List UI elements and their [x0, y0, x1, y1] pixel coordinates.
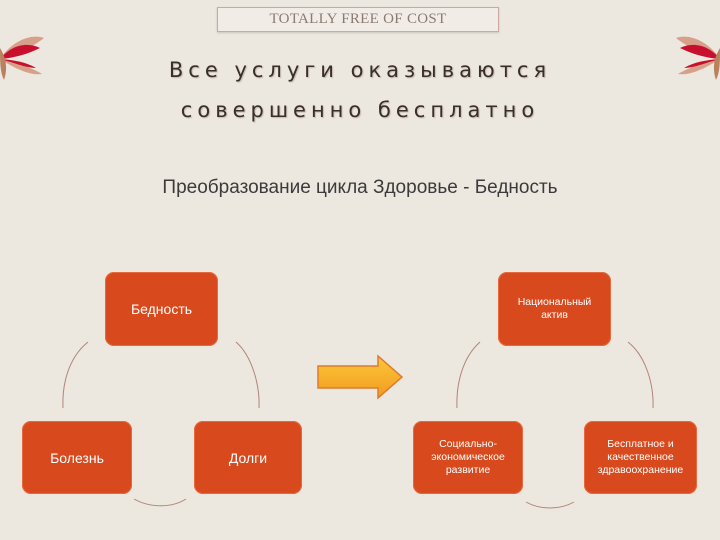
page-title-line1: Все услуги оказываются — [168, 58, 552, 82]
node-debts: Долги — [194, 421, 302, 494]
top-label: TOTALLY FREE OF COST — [217, 7, 499, 32]
flower-petals-right-icon — [676, 36, 720, 80]
node-poverty: Бедность — [105, 272, 218, 346]
flower-petals-left-icon — [0, 36, 44, 80]
node-national-asset-label: Национальный актив — [517, 296, 592, 321]
right-arrow-icon — [317, 354, 404, 400]
node-socio-economic-development: Социально-экономическое развитие — [413, 421, 523, 494]
node-free-quality-healthcare-label: Бесплатное и качественное здравоохранени… — [597, 438, 684, 476]
node-illness: Болезнь — [22, 421, 132, 494]
node-debts-label: Долги — [228, 449, 268, 466]
node-socio-economic-development-label: Социально-экономическое развитие — [431, 438, 505, 476]
diagram-subtitle: Преобразование цикла Здоровье - Бедность — [162, 177, 558, 198]
node-national-asset: Национальный актив — [498, 272, 611, 346]
node-free-quality-healthcare: Бесплатное и качественное здравоохранени… — [584, 421, 697, 494]
node-poverty-label: Бедность — [130, 301, 193, 317]
page-title-line2: совершенно бесплатно — [180, 98, 540, 122]
node-illness-label: Болезнь — [50, 449, 104, 466]
